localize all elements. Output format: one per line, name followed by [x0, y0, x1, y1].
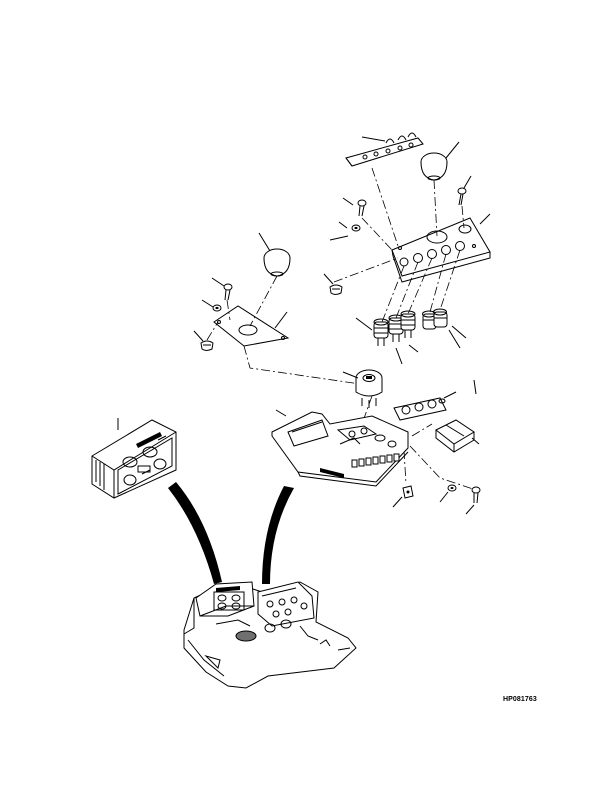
washer [447, 484, 457, 492]
rocker-switch-block [435, 419, 475, 453]
leader-line [471, 437, 480, 445]
round-knob-left [263, 248, 291, 277]
leader-line [338, 197, 354, 229]
instrument-cluster [91, 419, 177, 499]
leader-line [275, 409, 287, 417]
pointer-wedge-right [262, 486, 294, 584]
leader-line [463, 175, 472, 189]
pointer-wedge-left [168, 482, 222, 584]
leader-line [439, 491, 449, 503]
screw-upper [351, 199, 367, 232]
spring-nut-left [200, 340, 214, 351]
assembly-lines [206, 167, 477, 491]
leader-line [193, 330, 204, 342]
leader-line [258, 232, 271, 252]
rocker-switch-group [373, 308, 448, 346]
ignition-switch [355, 369, 383, 408]
leader-line [465, 504, 475, 515]
leader-line [392, 496, 403, 508]
leader-line [479, 213, 491, 225]
control-label-strip [345, 132, 424, 167]
leader-line [274, 311, 288, 329]
screw-left [212, 283, 233, 312]
leader-line [342, 371, 359, 379]
figure-reference-code: HP081763 [503, 696, 537, 703]
dashboard-housing [271, 411, 409, 487]
console-overview [183, 581, 357, 689]
leader-line [323, 273, 334, 285]
leader-line [443, 391, 457, 399]
leader-line [201, 277, 225, 308]
leader-line [329, 235, 477, 395]
round-knob-upper [420, 152, 448, 181]
knob-plate-left [213, 305, 290, 347]
pin-upper [457, 187, 467, 206]
leader-line [361, 136, 386, 142]
leader-line [445, 141, 460, 159]
clip-nut [402, 485, 414, 499]
leader-line [355, 317, 467, 365]
screw [471, 486, 481, 504]
indicator-panel-small [393, 397, 447, 421]
spring-nut-upper [329, 284, 343, 295]
